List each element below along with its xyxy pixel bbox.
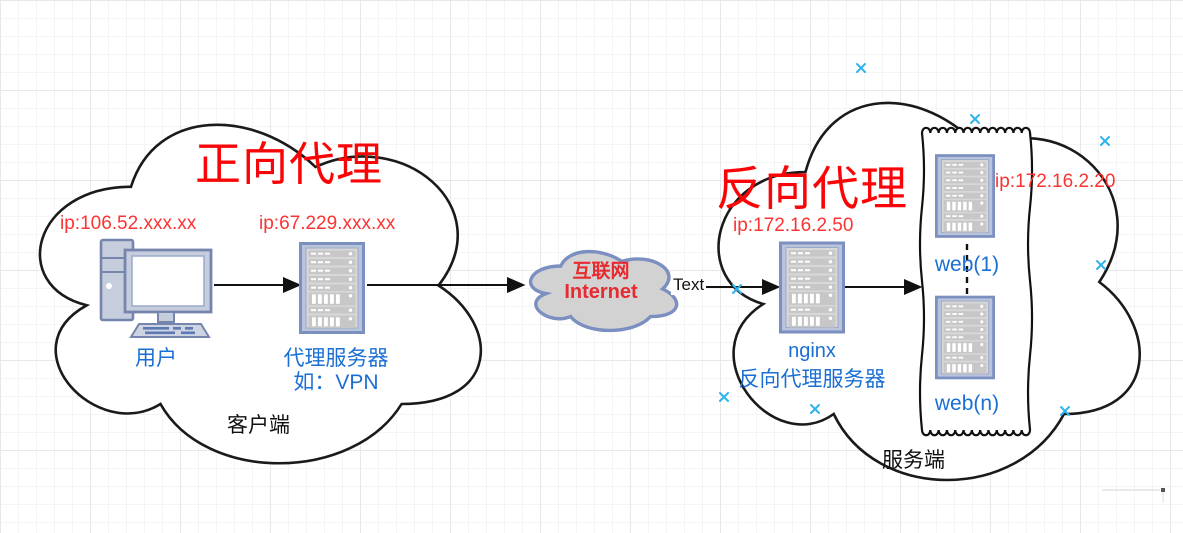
selection-handle: [1060, 406, 1070, 416]
canvas-artifact: [1102, 488, 1165, 503]
user-label: 用户: [135, 347, 177, 370]
desktop-computer-icon: [99, 238, 213, 338]
reverse-proxy-title: 反向代理: [716, 162, 908, 215]
forward-proxy-cloud: [38, 123, 483, 465]
web-ip-label: ip:172.16.2.20: [995, 171, 1116, 192]
web1-label: web(1): [934, 253, 1000, 276]
user-ip-label: ip:106.52.xxx.xx: [60, 213, 197, 234]
forward-proxy-title: 正向代理: [195, 138, 383, 190]
selection-handle: [970, 114, 980, 124]
nginx-ip-label: ip:172.16.2.50: [733, 215, 854, 236]
internet-label-en: Internet: [564, 281, 638, 303]
proxy-server-label: 代理服务器: [283, 347, 389, 370]
proxy-server-sublabel: 如：VPN: [293, 371, 379, 394]
selection-handle: [1100, 136, 1110, 146]
selection-handles: [719, 63, 1110, 416]
web-server-1-icon: [935, 151, 995, 241]
edge-text-label: Text: [671, 275, 707, 295]
web-server-n-icon: [935, 291, 995, 384]
arrow-proxy-to-internet: [367, 276, 526, 294]
selection-handle: [1096, 260, 1106, 270]
proxy-ip-label: ip:67.229.xxx.xx: [259, 213, 396, 234]
client-zone-label: 客户端: [227, 414, 290, 437]
server-zone-label: 服务端: [882, 449, 945, 472]
proxy-server-icon: [299, 242, 365, 334]
internet-cloud: [528, 249, 679, 333]
nginx-server-icon: [779, 240, 845, 335]
internet-label-cn: 互联网: [572, 261, 630, 282]
selection-handle: [719, 392, 729, 402]
selection-handle: [810, 404, 820, 414]
arrow-user-to-proxy: [214, 276, 302, 294]
nginx-label: nginx: [788, 340, 836, 362]
selection-handle: [732, 284, 742, 294]
selection-handle: [856, 63, 866, 73]
arrow-nginx-to-webservers: [845, 278, 923, 296]
nginx-sublabel: 反向代理服务器: [738, 368, 886, 391]
webn-label: web(n): [934, 392, 1000, 415]
